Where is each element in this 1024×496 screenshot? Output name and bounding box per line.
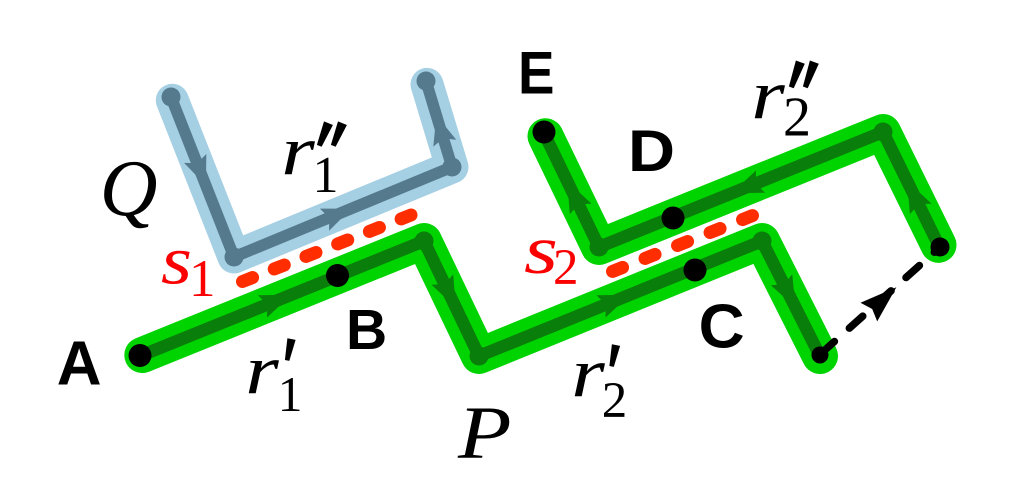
svg-text:A: A (57, 330, 102, 399)
svg-text:s: s (524, 212, 558, 288)
svg-text:C: C (699, 293, 745, 362)
svg-text:B: B (346, 298, 387, 362)
svg-text:D: D (628, 119, 675, 184)
svg-text:Q: Q (100, 145, 158, 233)
svg-text:r: r (245, 332, 279, 409)
svg-text:P: P (457, 392, 512, 475)
svg-text:r: r (571, 335, 605, 412)
svg-text:r: r (281, 113, 315, 190)
svg-text:s: s (161, 223, 192, 299)
svg-text:2: 2 (602, 373, 628, 429)
svg-text:1: 1 (278, 367, 303, 422)
svg-text:1: 1 (189, 250, 216, 308)
svg-text:2: 2 (783, 87, 811, 149)
svg-text:1: 1 (313, 147, 339, 204)
svg-text:r: r (751, 57, 785, 134)
svg-text:2: 2 (553, 240, 579, 296)
svg-text:E: E (518, 40, 555, 107)
